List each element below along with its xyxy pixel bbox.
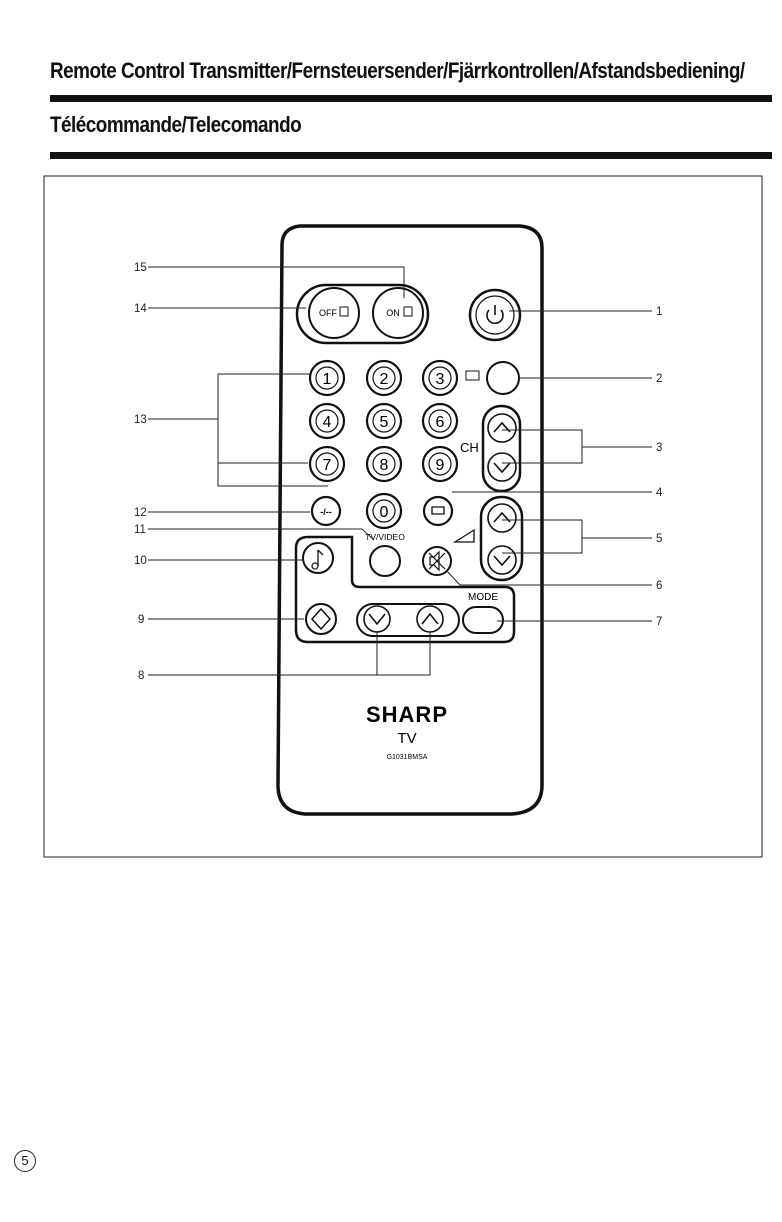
down-button[interactable] bbox=[364, 606, 390, 632]
off-label: OFF bbox=[319, 308, 337, 318]
ch-label: CH bbox=[460, 440, 479, 455]
digit-label: 0 bbox=[380, 504, 389, 521]
callout-7: 7 bbox=[656, 616, 662, 628]
digit-label: 8 bbox=[380, 457, 389, 474]
chevron-up-icon bbox=[422, 614, 438, 624]
callout-6: 6 bbox=[656, 580, 662, 592]
page-number: 5 bbox=[14, 1150, 36, 1172]
callout-3: 3 bbox=[656, 442, 662, 454]
digit-label: 5 bbox=[380, 414, 389, 431]
callout-2: 2 bbox=[656, 373, 662, 385]
volume-down-button[interactable] bbox=[488, 546, 516, 574]
flashback-button[interactable] bbox=[424, 497, 452, 525]
digit-button-1[interactable]: 1 bbox=[310, 361, 344, 395]
model-label: G1031BMSA bbox=[387, 754, 428, 761]
brand-logo: SHARP bbox=[366, 702, 448, 727]
chevron-up-icon bbox=[494, 423, 510, 432]
text-icon bbox=[466, 371, 479, 380]
chevron-up-icon bbox=[494, 513, 510, 522]
callout-8: 8 bbox=[138, 670, 144, 682]
power-button[interactable] bbox=[470, 290, 520, 340]
digit-button-4[interactable]: 4 bbox=[310, 404, 344, 438]
callout-5: 5 bbox=[656, 533, 662, 545]
digit-button-0[interactable]: 0 bbox=[367, 494, 401, 528]
menu-button[interactable] bbox=[306, 604, 336, 634]
callout-15: 15 bbox=[134, 262, 147, 274]
dash-label: -/-- bbox=[320, 507, 332, 517]
digit-button-9[interactable]: 9 bbox=[423, 447, 457, 481]
chevron-down-icon bbox=[369, 614, 385, 624]
on-timer-button[interactable]: ON bbox=[373, 288, 423, 338]
digit-button-5[interactable]: 5 bbox=[367, 404, 401, 438]
digit-button-3[interactable]: 3 bbox=[423, 361, 457, 395]
ch-down-button[interactable] bbox=[488, 453, 516, 481]
digit-button-7[interactable]: 7 bbox=[310, 447, 344, 481]
callout-10: 10 bbox=[134, 555, 147, 567]
callout-4: 4 bbox=[656, 487, 663, 499]
digit-label: 1 bbox=[323, 371, 332, 388]
digit-label: 9 bbox=[436, 457, 445, 474]
on-label: ON bbox=[386, 308, 400, 318]
chevron-down-icon bbox=[494, 463, 510, 472]
ch-up-button[interactable] bbox=[488, 414, 516, 442]
up-button[interactable] bbox=[417, 606, 443, 632]
off-timer-button[interactable]: OFF bbox=[309, 288, 359, 338]
chevron-down-icon bbox=[494, 556, 510, 565]
callout-12: 12 bbox=[134, 507, 147, 519]
diamond-icon bbox=[312, 609, 330, 629]
mode-label: MODE bbox=[468, 592, 498, 603]
volume-icon bbox=[455, 530, 474, 542]
digit-label: 2 bbox=[380, 371, 389, 388]
product-label: TV bbox=[397, 730, 416, 747]
flashback-icon bbox=[432, 507, 444, 514]
sound-mode-button[interactable] bbox=[303, 543, 333, 573]
volume-rocker bbox=[481, 497, 522, 580]
digit-label: 6 bbox=[436, 414, 445, 431]
digit-button-8[interactable]: 8 bbox=[367, 447, 401, 481]
callout-13: 13 bbox=[134, 414, 147, 426]
dash-button[interactable]: -/-- bbox=[312, 497, 340, 525]
digit-label: 4 bbox=[323, 414, 332, 431]
digit-buttons: 1 2 3 4 5 6 7 8 9 0 bbox=[310, 361, 457, 528]
callout-1: 1 bbox=[656, 306, 662, 318]
digit-button-6[interactable]: 6 bbox=[423, 404, 457, 438]
digit-label: 7 bbox=[323, 457, 332, 474]
text-button[interactable] bbox=[466, 362, 519, 394]
mode-button[interactable] bbox=[463, 607, 503, 633]
note-icon bbox=[318, 550, 323, 566]
tv-video-button[interactable] bbox=[370, 546, 400, 576]
callout-11: 11 bbox=[134, 524, 146, 536]
ch-rocker bbox=[483, 406, 520, 491]
callout-14: 14 bbox=[134, 303, 147, 315]
digit-button-2[interactable]: 2 bbox=[367, 361, 401, 395]
digit-label: 3 bbox=[436, 371, 445, 388]
volume-up-button[interactable] bbox=[488, 504, 516, 532]
callout-9: 9 bbox=[138, 614, 144, 626]
